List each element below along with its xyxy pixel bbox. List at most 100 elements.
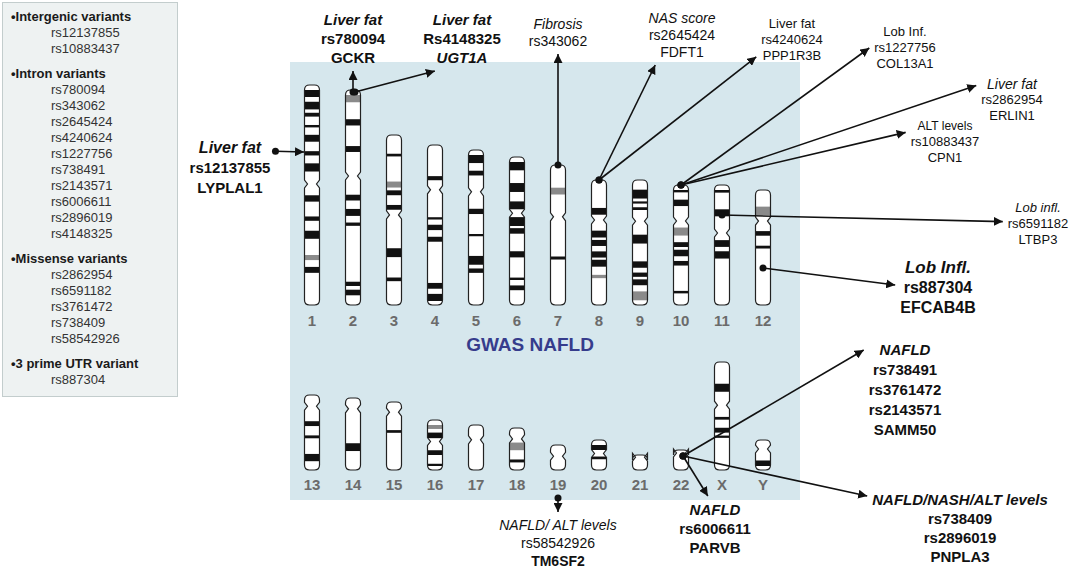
chromosome-band [510, 459, 525, 462]
chromosome-label-holder: 5 [472, 312, 480, 329]
leader-dot [680, 453, 687, 460]
leader-dot [678, 182, 685, 189]
gene-name: SAMM50 [869, 420, 942, 440]
chromosome-ideogram [551, 165, 566, 305]
chromosome-band [592, 208, 607, 215]
chromosome-band [551, 188, 566, 195]
leader-dot [596, 177, 603, 184]
chromosome-label-holder: 8 [595, 312, 603, 329]
chromosome-ideogram [674, 185, 689, 305]
chromosome-band [756, 231, 771, 236]
chromosome-body [756, 440, 771, 470]
chromosome-ideogram [387, 135, 402, 305]
chromosome-band [428, 283, 443, 289]
trait-label: Liver fat [321, 10, 385, 29]
chromosome-band [674, 250, 689, 257]
chromosome-outline [428, 145, 443, 305]
chromosome-band [428, 225, 443, 230]
chromosome-band [346, 282, 361, 286]
chromosome-band [674, 200, 689, 206]
chromosome-body [551, 165, 566, 305]
chromosome-label-holder: 20 [591, 476, 608, 493]
leader-line [355, 71, 435, 92]
chromosome-band [469, 234, 484, 236]
leader-line [557, 498, 559, 512]
chromosome-band [305, 195, 320, 201]
chromosome-outline [469, 150, 484, 305]
chromosome-band [305, 454, 320, 461]
chromosome-body [633, 453, 648, 470]
chromosome-ideogram [469, 425, 484, 470]
snp-id: rs12137855 [190, 158, 271, 178]
annotation-group: Lob Infl.rs887304EFCAB4B [900, 258, 976, 318]
chromosome-body [346, 90, 361, 305]
snp-id: rs6591182 [1008, 216, 1068, 232]
chromosome-band [346, 209, 361, 216]
band-group [715, 190, 730, 259]
snp-id: rs738491 [11, 162, 171, 178]
chromosome-outline [346, 90, 361, 305]
chromosome-band [387, 182, 402, 188]
leader-arrow [680, 350, 864, 460]
annotation-group: Fibrosisrs343062 [529, 16, 587, 50]
chromosome-band [510, 228, 525, 234]
chromosome-band [469, 155, 484, 163]
leader-line [722, 215, 1003, 222]
trait-label: Fibrosis [529, 16, 587, 33]
trait-label: Liver fat [423, 10, 501, 29]
chromosome-band [428, 176, 443, 180]
band-group [592, 445, 607, 459]
chromosome-number: 6 [513, 312, 521, 329]
gene-name: EFCAB4B [900, 298, 976, 318]
chromosome-band [387, 154, 402, 157]
annotation-group: NAS scorers2645424FDFT1 [649, 10, 716, 61]
chromosome-number: 15 [386, 476, 403, 493]
chromosome-body [592, 440, 607, 470]
leader-arrow [678, 132, 906, 188]
chromosome-band [428, 237, 443, 242]
leader-line [683, 350, 864, 456]
karyotype-panel: GWAS NAFLD [290, 62, 800, 500]
chromosome-label-holder: 12 [755, 312, 772, 329]
snp-id: rs738409 [872, 509, 1048, 528]
snp-id: rs3761472 [869, 380, 942, 400]
chromosome-band [469, 256, 484, 265]
chromosome-outline [551, 165, 566, 305]
gene-name: CPN1 [911, 150, 980, 166]
chromosome-number: 16 [427, 476, 444, 493]
snp-id: rs738409 [11, 315, 171, 331]
chromosome-ideogram [715, 362, 730, 470]
gene-name: TM6SF2 [499, 552, 616, 570]
chromosome-band [387, 430, 402, 433]
band-group [428, 425, 443, 466]
chromosome-band [469, 268, 484, 272]
snp-id: rs343062 [529, 33, 587, 50]
chromosome-band [674, 242, 689, 247]
snp-id: rs2143571 [869, 400, 942, 420]
chromosome-body [305, 85, 320, 305]
chromosome-ideogram [346, 398, 361, 470]
chromosome-number: 17 [468, 476, 485, 493]
leader-line [599, 57, 756, 180]
chromosome-band [633, 201, 648, 203]
band-group [756, 460, 771, 466]
chromosome-band [674, 190, 689, 192]
leader-dot [678, 182, 685, 189]
chromosome-outline [305, 85, 320, 305]
chromosome-body [510, 428, 525, 470]
chromosome-outline [387, 402, 402, 470]
chromosome-body [551, 445, 566, 470]
chromosome-ideogram [305, 395, 320, 470]
gene-name: UGT1A [423, 48, 501, 67]
chromosome-band [674, 291, 689, 293]
gene-name: PPP1R3B [761, 48, 822, 64]
trait-label: NAFLD [869, 340, 942, 360]
chromosome-outline [674, 185, 689, 305]
leader-dot [272, 148, 279, 155]
panel-title: GWAS NAFLD [290, 334, 770, 356]
chromosome-band [633, 190, 648, 199]
chromosome-band [715, 417, 730, 420]
chromosome-band [633, 261, 648, 267]
trait-label: Lob Infl. [900, 258, 976, 278]
chromosome-band [756, 460, 771, 466]
